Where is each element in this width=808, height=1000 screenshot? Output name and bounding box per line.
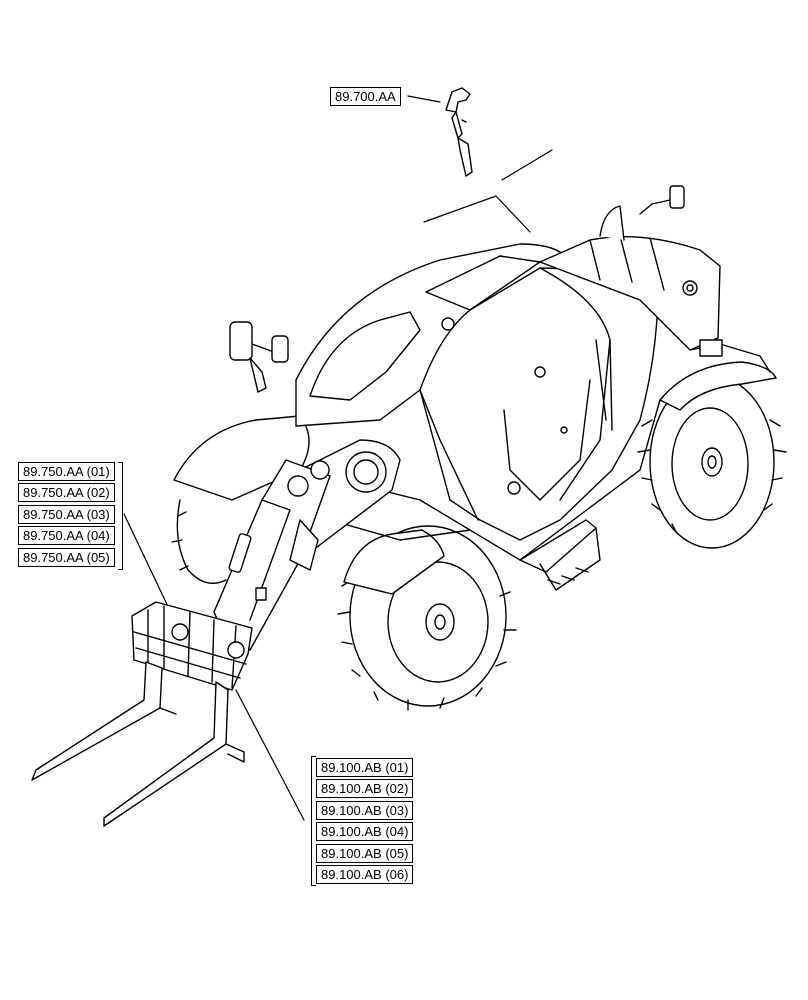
callout-bracket-right xyxy=(311,756,316,886)
callout-89750-04[interactable]: 89.750.AA (04) xyxy=(18,526,115,545)
joystick-lever-part xyxy=(445,87,473,177)
callout-89100-04[interactable]: 89.100.AB (04) xyxy=(316,822,414,841)
callout-89100-03[interactable]: 89.100.AB (03) xyxy=(316,801,414,820)
engine-hood xyxy=(539,205,771,373)
callout-89100-02[interactable]: 89.100.AB (02) xyxy=(316,779,414,798)
callout-89100-05[interactable]: 89.100.AB (05) xyxy=(316,844,414,863)
callout-89100-06[interactable]: 89.100.AB (06) xyxy=(316,865,414,884)
pallet-forks xyxy=(31,661,245,827)
callout-89100-01[interactable]: 89.100.AB (01) xyxy=(316,758,414,777)
rear-wheel xyxy=(637,375,787,549)
callout-89750-03[interactable]: 89.750.AA (03) xyxy=(18,505,115,524)
callout-bracket-left xyxy=(118,462,123,570)
lever-callout[interactable]: 89.700.AA xyxy=(330,87,401,106)
front-left-wheel xyxy=(171,499,227,584)
operator-cab xyxy=(295,243,659,541)
callout-89750-02[interactable]: 89.750.AA (02) xyxy=(18,483,115,502)
telescopic-boom xyxy=(213,439,401,651)
mirrors xyxy=(229,185,685,393)
callout-89750-01[interactable]: 89.750.AA (01) xyxy=(18,462,115,481)
callout-89750-05[interactable]: 89.750.AA (05) xyxy=(18,548,115,567)
chassis xyxy=(173,361,777,595)
